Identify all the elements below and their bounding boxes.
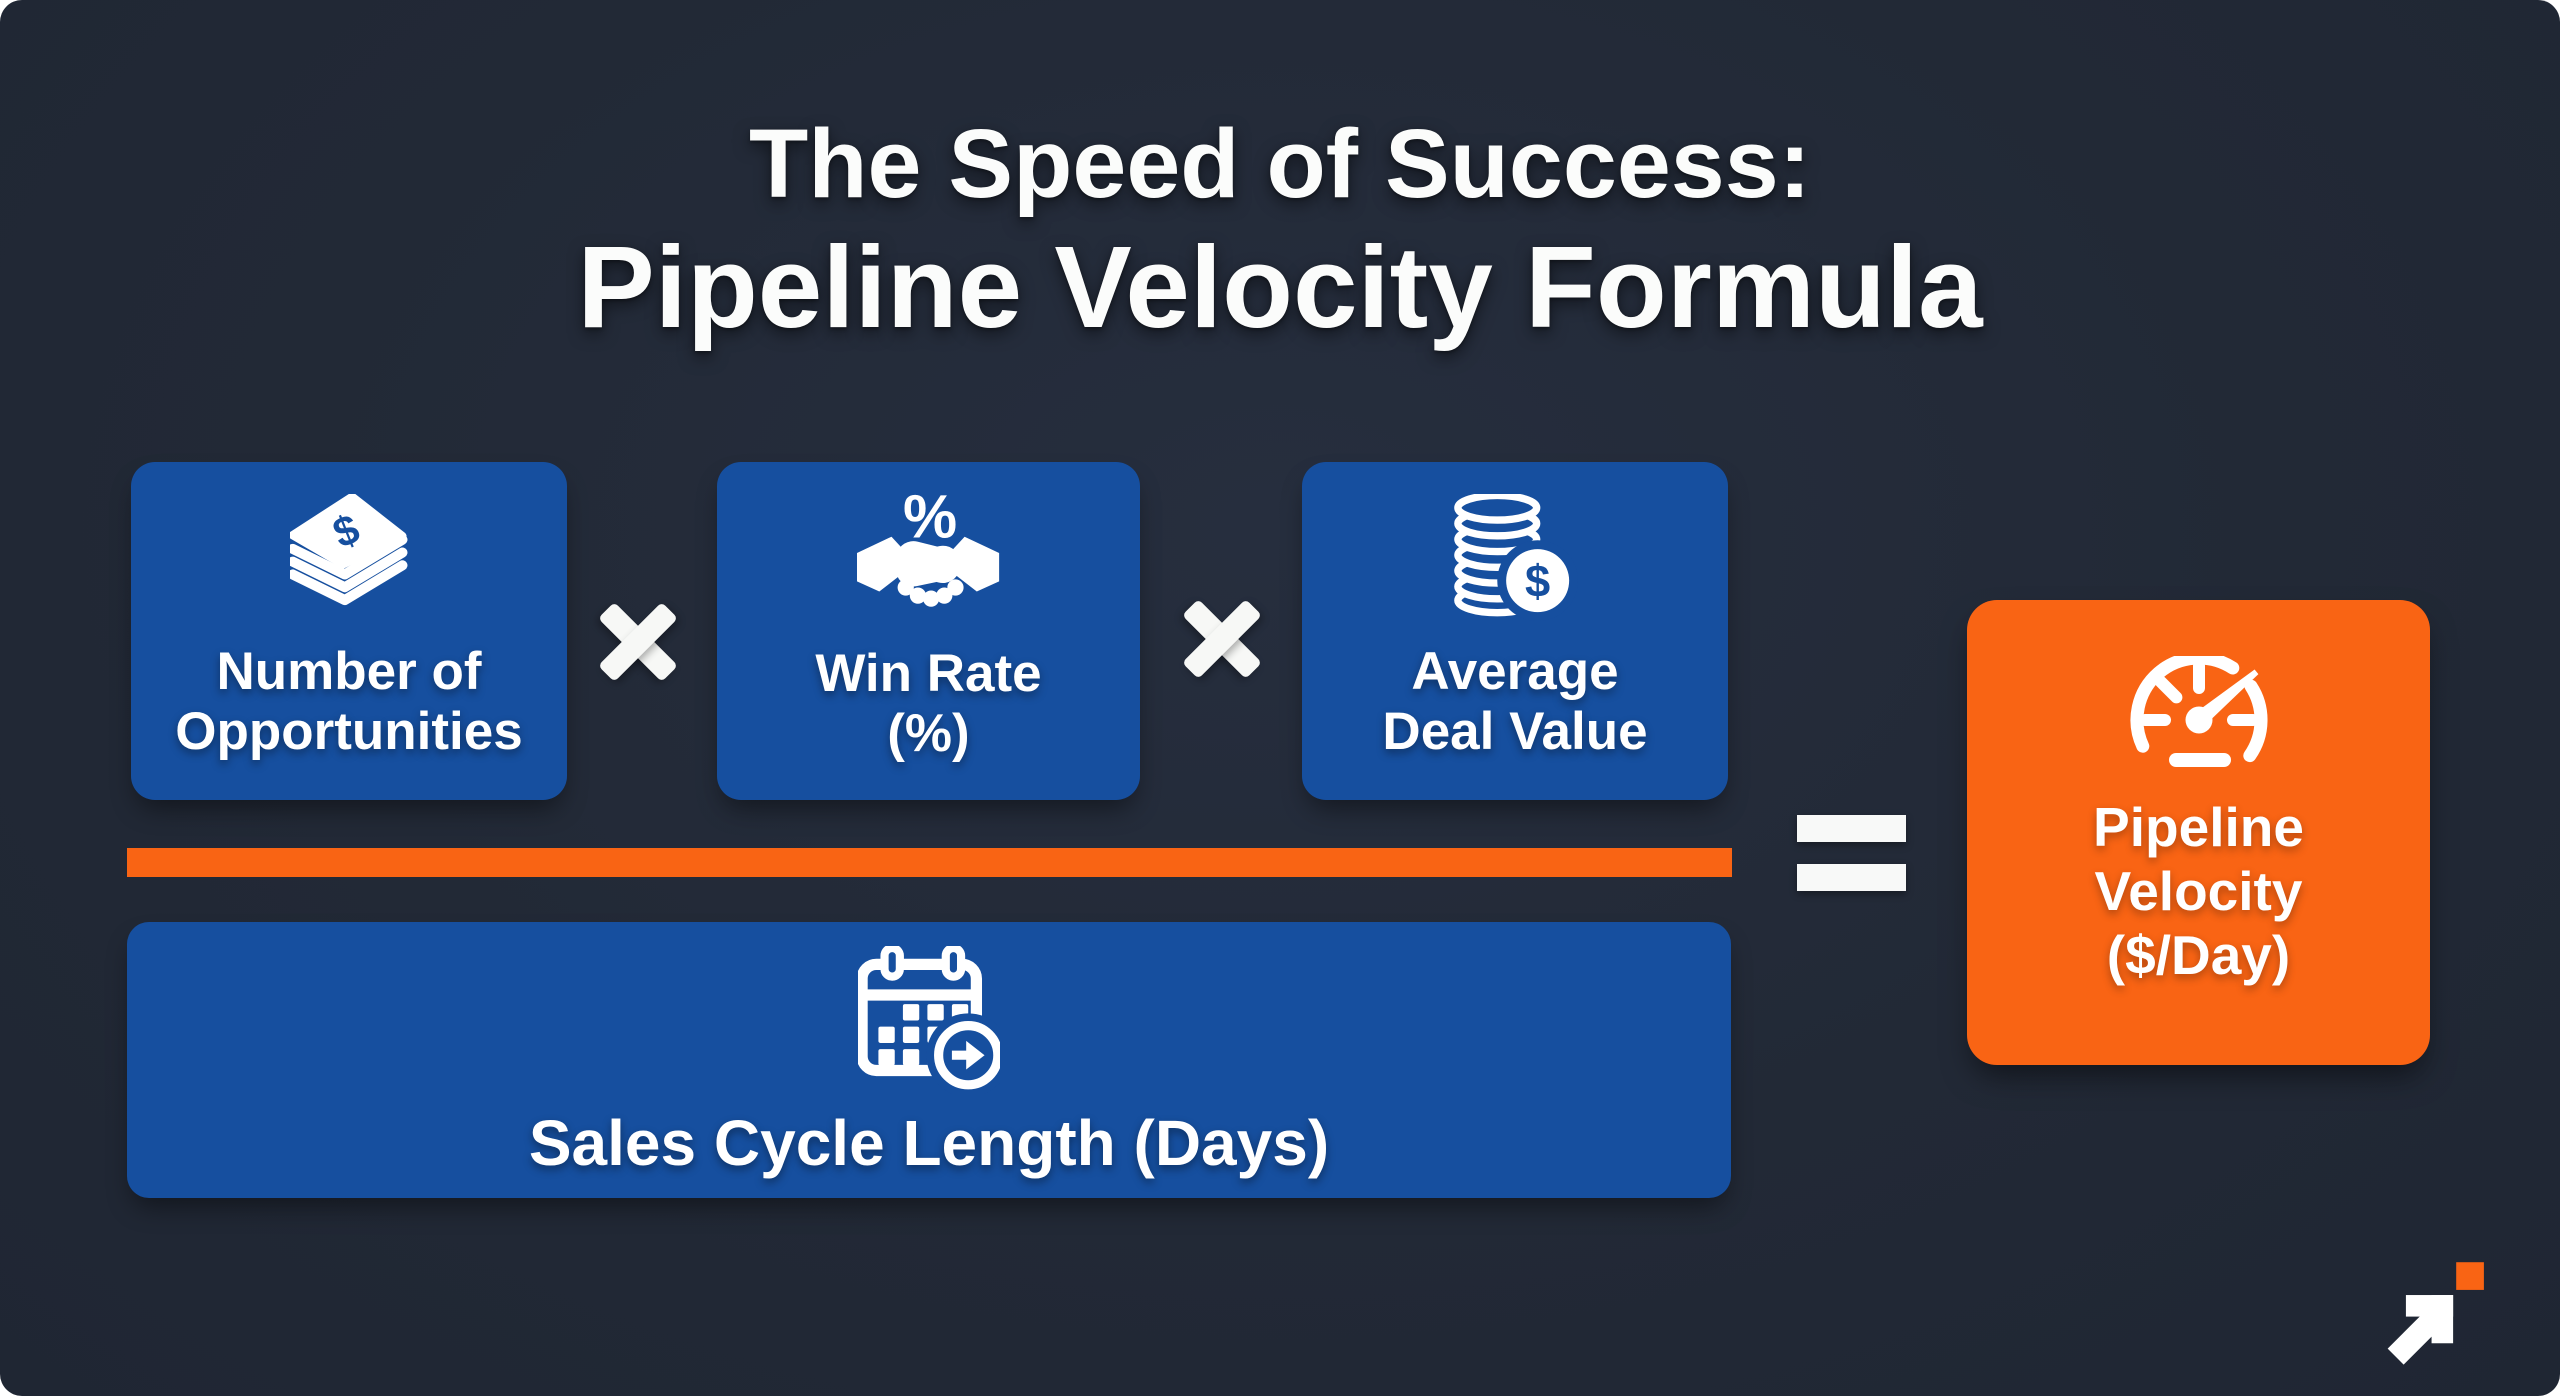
factor-box-average-deal-value: $ Average Deal Value bbox=[1302, 462, 1728, 800]
result-label-line3: ($/Day) bbox=[2106, 923, 2291, 986]
factor-box-win-rate: % Win Rate (%) bbox=[717, 462, 1140, 800]
factor-label-line2: Deal Value bbox=[1382, 702, 1648, 762]
fraction-divider-bar bbox=[127, 848, 1732, 877]
denominator-box-sales-cycle-length: Sales Cycle Length (Days) bbox=[127, 922, 1731, 1198]
dollar-glyph: $ bbox=[1525, 555, 1550, 606]
equals-bar bbox=[1797, 815, 1906, 842]
factor-label-line1: Average bbox=[1411, 642, 1619, 701]
factor-label: Win Rate (%) bbox=[815, 644, 1041, 765]
page-title-line-2: Pipeline Velocity Formula bbox=[577, 222, 1983, 352]
result-box-pipeline-velocity: Pipeline Velocity ($/Day) bbox=[1967, 600, 2430, 1065]
speedometer-icon bbox=[2129, 656, 2268, 767]
result-label-line1: Pipeline bbox=[2093, 796, 2304, 858]
equals-bar bbox=[1797, 864, 1906, 891]
coins-dollar-icon: $ bbox=[1454, 494, 1579, 622]
percent-glyph: % bbox=[903, 490, 957, 551]
factor-label-line1: Number of bbox=[216, 642, 482, 701]
factor-label-line2: Opportunities bbox=[175, 702, 523, 762]
result-label-line2: Velocity bbox=[2094, 859, 2303, 922]
factor-label-line1: Win Rate bbox=[815, 644, 1042, 703]
calendar-arrow-icon bbox=[857, 946, 1001, 1094]
equals-operator-icon bbox=[1797, 815, 1906, 891]
denominator-label: Sales Cycle Length (Days) bbox=[528, 1107, 1330, 1179]
handshake-percent-icon: % bbox=[857, 490, 1000, 607]
factor-label: Average Deal Value bbox=[1382, 642, 1647, 763]
arrow-up-right-logo-icon bbox=[2387, 1262, 2484, 1365]
factor-box-number-of-opportunities: $ Number of Opportunities bbox=[131, 462, 567, 800]
factor-label: Number of Opportunities bbox=[175, 642, 522, 763]
page-title-line-1: The Speed of Success: bbox=[749, 109, 1811, 218]
factor-label-line2: (%) bbox=[887, 704, 970, 764]
multiply-operator-icon bbox=[598, 602, 678, 682]
money-stack-icon: $ bbox=[289, 494, 408, 606]
result-label: Pipeline Velocity ($/Day) bbox=[2093, 796, 2304, 987]
multiply-operator-icon bbox=[1182, 599, 1262, 679]
